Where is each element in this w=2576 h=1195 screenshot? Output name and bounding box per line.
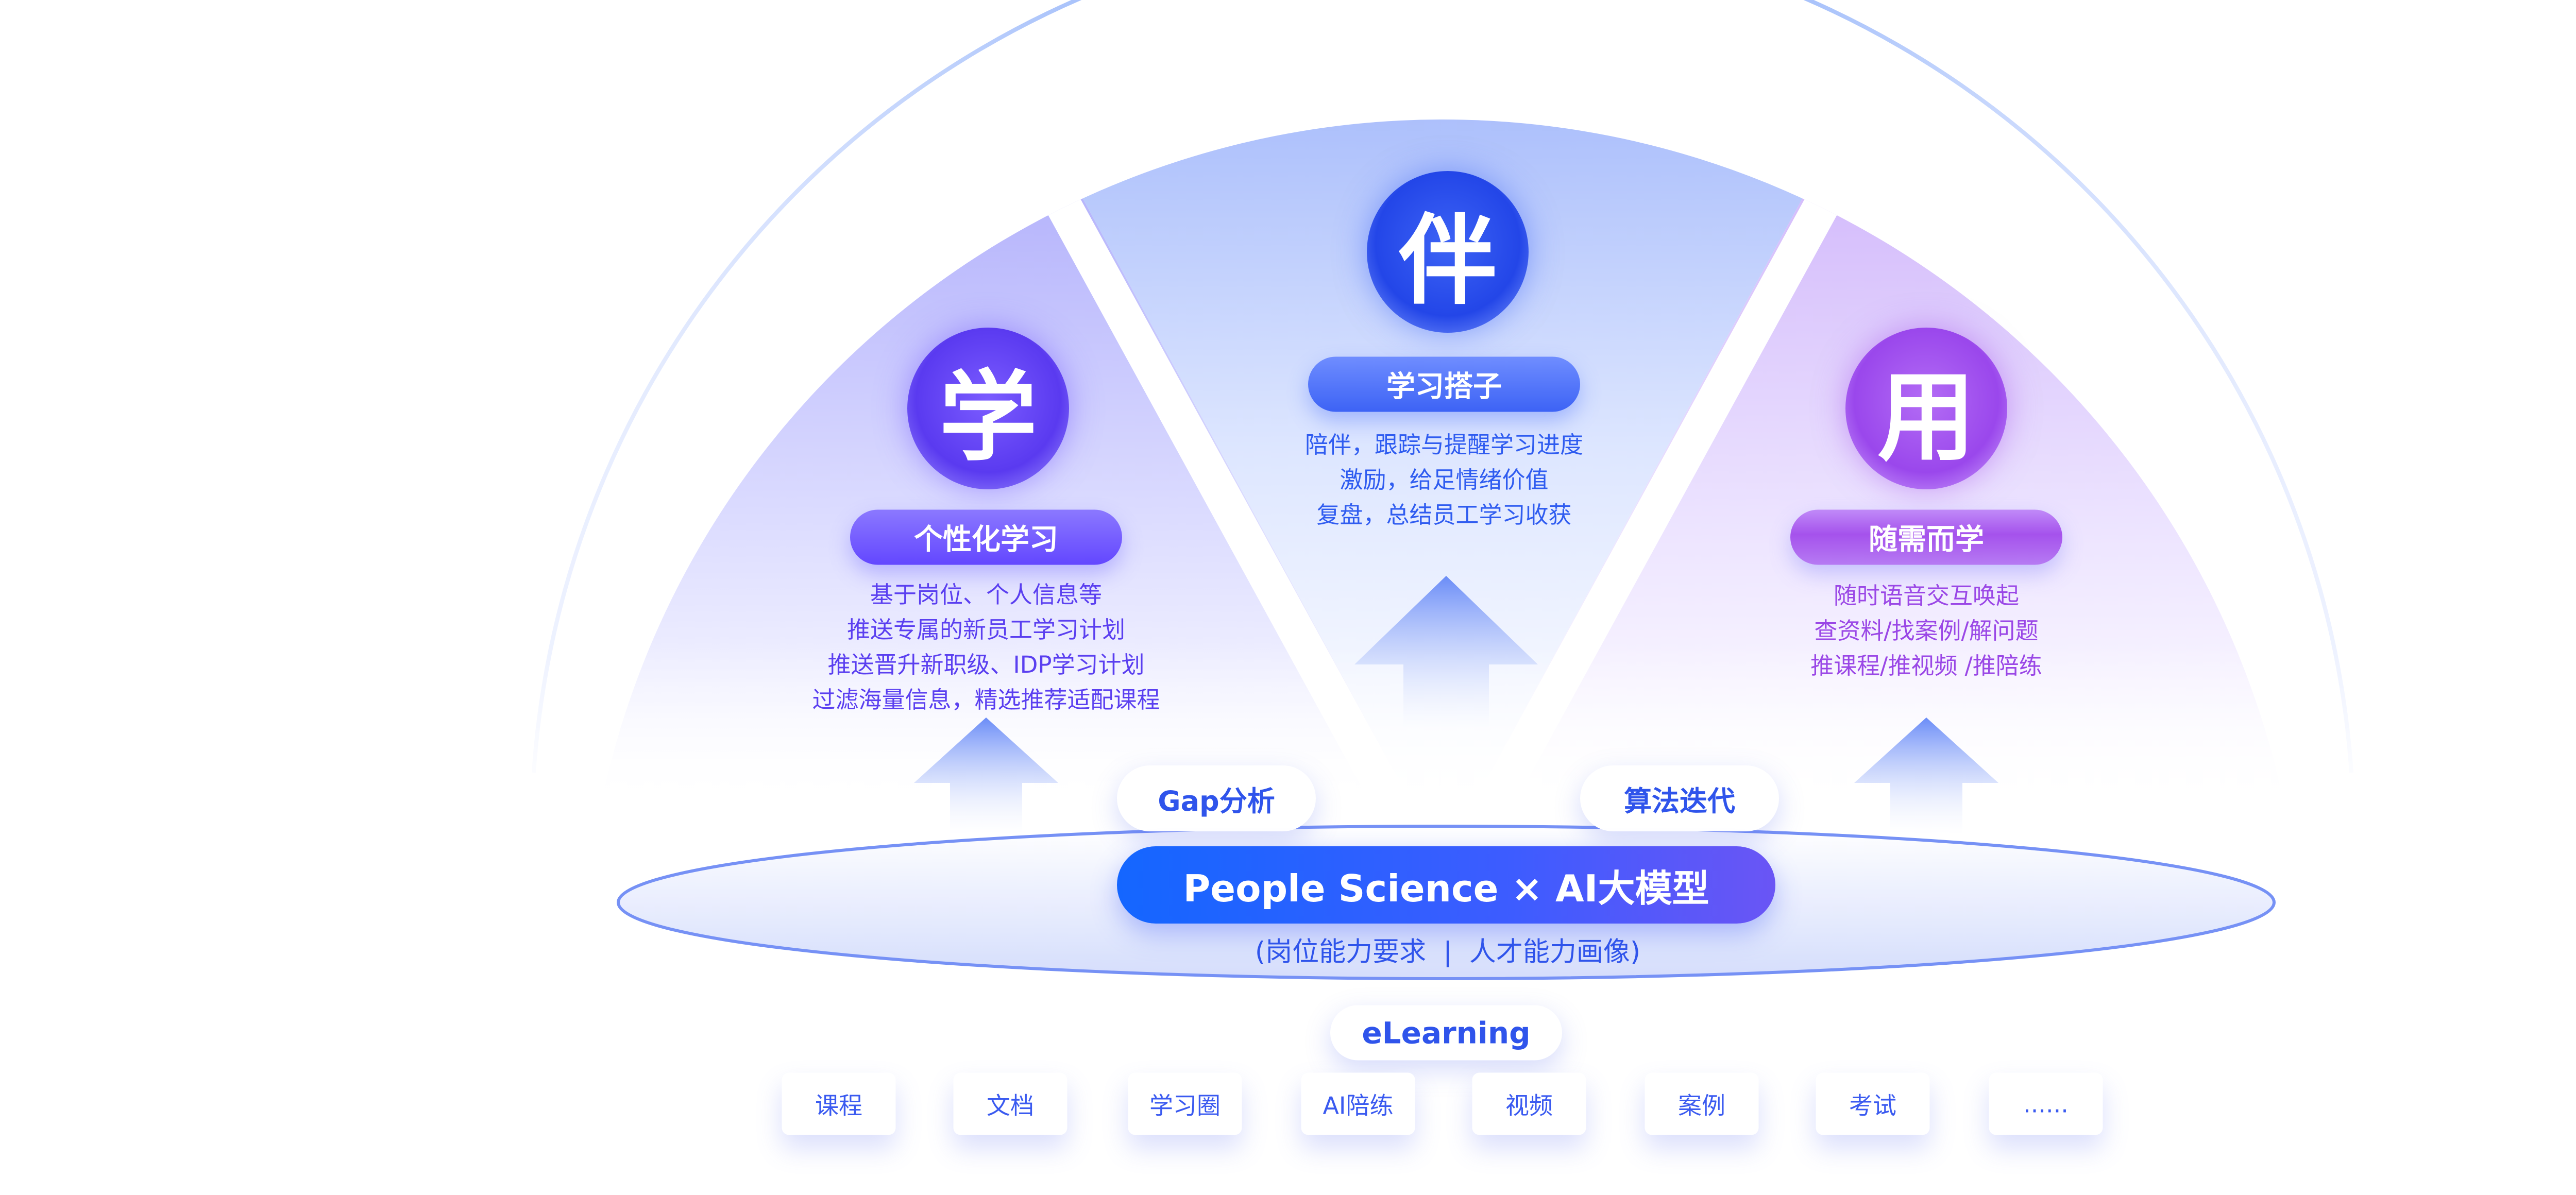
desc-line: 推送专属的新员工学习计划 [846, 616, 1126, 643]
desc-line: 激励，给足情绪价值 [1340, 466, 1549, 493]
elearning-item-course: 课程 [782, 1072, 896, 1135]
pillar-description: 基于岗位、个人信息等 推送专属的新员工学习计划 推送晋升新职级、IDP学习计划 … [812, 577, 1160, 718]
gap-analysis-tag: Gap分析 [1117, 765, 1316, 831]
sector-middle [1025, 120, 1860, 804]
pillar-description: 随时语音交互唤起 查资料/找案例/解问题 推课程/推视频 /推陪练 [1810, 578, 2042, 684]
learn-glyph-icon: 学 [907, 328, 1069, 489]
elearning-item-document: 文档 [953, 1072, 1067, 1135]
elearning-item-video: 视频 [1472, 1072, 1586, 1135]
elearning-item-ai-coach: AI陪练 [1301, 1072, 1415, 1135]
arrow-up-icon [1854, 718, 1998, 834]
desc-line: 复盘，总结员工学习收获 [1316, 501, 1572, 528]
elearning-label: eLearning [1330, 1005, 1562, 1061]
apply-glyph-icon: 用 [1845, 328, 2007, 489]
pillar-title-study-buddy: 学习搭子 [1308, 356, 1580, 412]
glyph: 伴 [1398, 203, 1497, 318]
elearning-item-more: ...... [1989, 1072, 2103, 1135]
algorithm-iteration-tag: 算法迭代 [1580, 765, 1779, 831]
desc-line: 推课程/推视频 /推陪练 [1810, 652, 2042, 679]
companion-glyph-icon: 伴 [1367, 171, 1529, 333]
pillar-description: 陪伴，跟踪与提醒学习进度 激励，给足情绪价值 复盘，总结员工学习收获 [1305, 428, 1583, 533]
arrow-up-icon [1354, 576, 1538, 731]
elearning-item-learning-circle: 学习圈 [1128, 1072, 1242, 1135]
desc-line: 陪伴，跟踪与提醒学习进度 [1304, 431, 1584, 458]
glyph: 用 [1877, 360, 1975, 474]
desc-line: 过滤海量信息，精选推荐适配课程 [812, 686, 1160, 713]
desc-line: 推送晋升新职级、IDP学习计划 [827, 651, 1145, 678]
elearning-item-exam: 考试 [1816, 1072, 1930, 1135]
core-model-banner: People Science × AI大模型 [1117, 846, 1775, 924]
desc-line: 随时语音交互唤起 [1833, 582, 2020, 609]
arrow-up-icon [914, 718, 1058, 834]
pillar-title-personalized: 个性化学习 [850, 509, 1122, 565]
elearning-item-case: 案例 [1645, 1072, 1759, 1135]
pillar-title-on-demand: 随需而学 [1790, 509, 2062, 565]
desc-line: 基于岗位、个人信息等 [870, 581, 1103, 608]
glyph: 学 [939, 360, 1037, 474]
desc-line: 查资料/找案例/解问题 [1814, 617, 2039, 644]
outer-arc [532, 0, 2353, 773]
core-subtitle: (岗位能力要求 | 人才能力画像) [1255, 936, 1641, 968]
